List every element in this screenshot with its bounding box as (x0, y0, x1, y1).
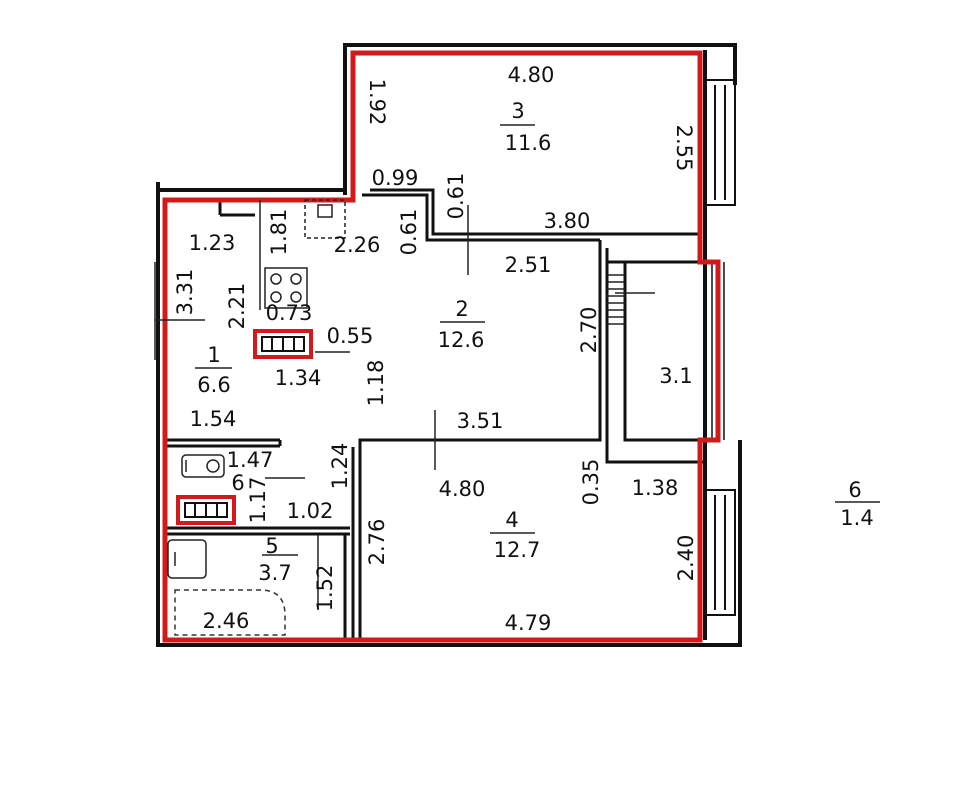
dim-1-18: 1.18 (364, 360, 388, 407)
room-2-area: 12.6 (438, 328, 485, 352)
dim-0-99: 0.99 (372, 166, 419, 190)
dimension-labels-horizontal: 4.80 0.99 3.80 2.51 2.26 1.23 0.73 0.55 … (189, 63, 679, 635)
dim-0-73: 0.73 (266, 301, 313, 325)
dim-1-17: 1.17 (246, 477, 270, 524)
dim-3-51: 3.51 (457, 409, 504, 433)
dim-1-92: 1.92 (365, 79, 389, 126)
dim-4-80-mid: 4.80 (439, 477, 486, 501)
window-top (704, 79, 736, 206)
dim-1-38: 1.38 (632, 476, 679, 500)
room-4-area: 12.7 (494, 538, 541, 562)
dim-2-26: 2.26 (334, 233, 381, 257)
dim-1-34: 1.34 (275, 366, 322, 390)
room-4-number: 4 (505, 508, 518, 532)
room-5-number: 5 (265, 534, 278, 558)
dim-2-55: 2.55 (672, 125, 696, 172)
dim-1-52: 1.52 (313, 565, 337, 612)
window-bottom (704, 489, 736, 616)
ventilation-shaft-icon-bath (176, 495, 236, 525)
room-1-number: 1 (207, 343, 220, 367)
room-2-number: 2 (455, 297, 468, 321)
bathtub-icon (174, 589, 286, 636)
dim-1-24: 1.24 (328, 443, 352, 490)
dim-2-21: 2.21 (225, 283, 249, 330)
dim-0-55: 0.55 (327, 324, 374, 348)
dim-1-54: 1.54 (190, 407, 237, 431)
dim-1-47: 1.47 (227, 448, 274, 472)
room-labels: 3 11.6 2 12.6 1 6.6 4 12.7 5 3.7 6 3.1 6… (195, 99, 874, 585)
dimension-labels-vertical: 1.92 2.55 0.61 0.61 1.81 3.31 2.21 1.18 … (173, 79, 698, 612)
dim-3-80: 3.80 (544, 209, 591, 233)
dim-3-31: 3.31 (173, 269, 197, 316)
dim-1-02: 1.02 (287, 499, 334, 523)
interior-walls (166, 188, 705, 640)
dim-2-51: 2.51 (505, 253, 552, 277)
dim-4-79: 4.79 (505, 611, 552, 635)
balcony-area: 3.1 (659, 364, 692, 388)
bath-sink-icon (167, 539, 207, 579)
dim-0-61-a: 0.61 (397, 209, 421, 256)
dim-2-40: 2.40 (674, 535, 698, 582)
dim-2-46: 2.46 (203, 609, 250, 633)
dim-0-61-b: 0.61 (444, 173, 468, 220)
ventilation-shaft-icon (253, 329, 313, 359)
dim-2-70: 2.70 (577, 307, 601, 354)
room-6-number: 6 (231, 471, 244, 495)
kitchen-sink-icon (304, 199, 346, 239)
room-1-area: 6.6 (197, 373, 230, 397)
room-3-area: 11.6 (505, 131, 552, 155)
dim-0-35: 0.35 (579, 459, 603, 506)
stove-icon (264, 267, 308, 309)
dim-1-23: 1.23 (189, 231, 236, 255)
dim-4-80-top: 4.80 (508, 63, 555, 87)
room-6-outside-area: 1.4 (840, 506, 873, 530)
toilet-icon (181, 454, 225, 478)
apartment-outline (162, 50, 721, 643)
room-5-area: 3.7 (258, 561, 291, 585)
dim-2-76: 2.76 (365, 519, 389, 566)
room-3-number: 3 (511, 99, 524, 123)
stair-marks (607, 274, 655, 325)
room-6-outside-number: 6 (848, 478, 861, 502)
dim-1-81: 1.81 (267, 209, 291, 256)
dimension-lines (154, 200, 880, 610)
